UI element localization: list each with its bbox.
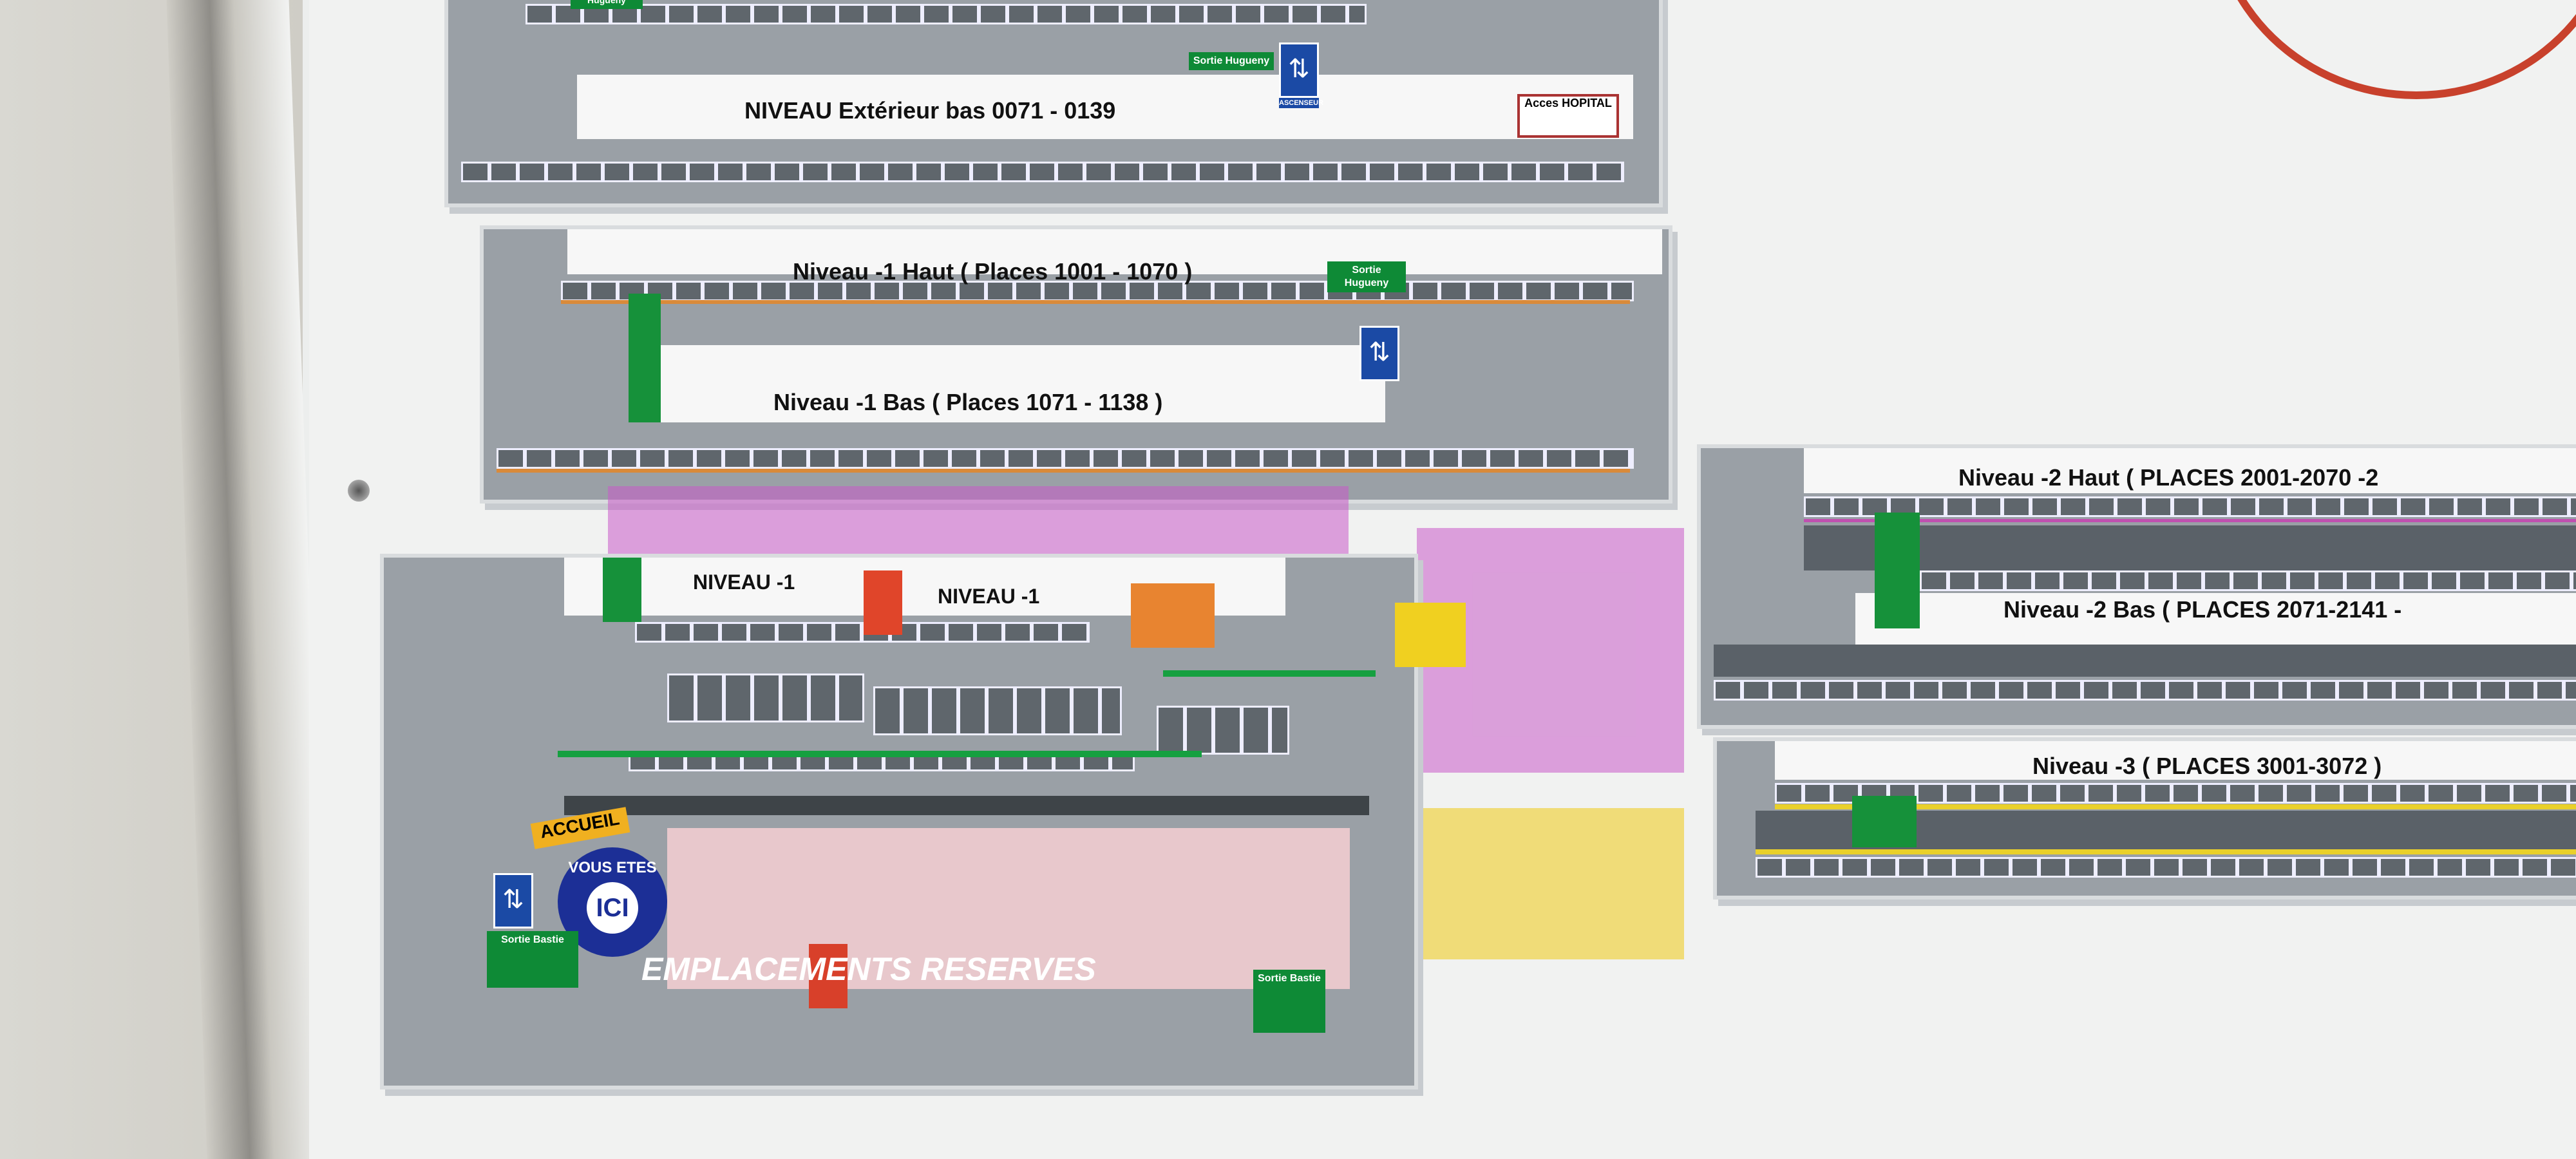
parking-spots (497, 448, 1634, 469)
back-wall (1804, 448, 2576, 493)
level-moins1-main: NIVEAU -1 NIVEAU -1 EMPLACEMENTS RESERVE… (380, 554, 1466, 1089)
elevator-icon: ⇅ (493, 873, 533, 928)
level-title: NIVEAU -1 (938, 585, 1040, 608)
parking-spots (1804, 496, 2576, 517)
parking-spots (1775, 783, 2576, 804)
ascenseur-label: ASCENSEUR (1279, 98, 1324, 108)
lane (1804, 525, 2576, 570)
red-block (809, 944, 848, 1008)
level-title: Niveau -1 Haut ( Places 1001 - 1070 ) (793, 258, 1193, 285)
sortie-bastie-sign: Sortie Bastie (487, 931, 578, 988)
ici-label: ICI (587, 882, 638, 934)
level-title: NIVEAU Extérieur bas 0071 - 0139 (744, 97, 1116, 124)
level-title: NIVEAU -1 (693, 570, 795, 594)
lane-line (497, 469, 1630, 473)
sortie-bastie-sign: Sortie Bastie (1253, 970, 1325, 1033)
sortie-hugueny-sign: Sortie Hugueny (1327, 261, 1406, 292)
stairs-block (1875, 513, 1920, 628)
lane-line (561, 300, 1630, 304)
level-moins2: Niveau -2 Haut ( PLACES 2001-2070 -2 Niv… (1697, 444, 2576, 729)
parking-spots (1756, 857, 2576, 878)
center-wall (577, 75, 1633, 139)
back-wall (1775, 741, 2576, 780)
parking-spots (526, 4, 1367, 24)
parking-spots (1157, 706, 1289, 755)
level-moins1-haut-bas: Niveau -1 Haut ( Places 1001 - 1070 ) Ni… (480, 225, 1672, 504)
elevator-icon: ⇅ (1279, 42, 1319, 98)
back-wall (567, 229, 1662, 274)
route-line (1163, 670, 1376, 677)
sortie-hugueny-top-sign: Hugueny (571, 0, 643, 9)
parking-spots (1714, 680, 2576, 701)
red-block (864, 570, 902, 635)
level-exterieur-bas: NIVEAU Extérieur bas 0071 - 0139 Sortie … (444, 0, 1663, 207)
lane-line (1804, 519, 2576, 522)
parking-spots (667, 674, 864, 722)
route-line (558, 751, 1202, 757)
stairs-icon (629, 294, 661, 422)
center-wall (1855, 593, 2576, 645)
lane (1714, 645, 2576, 677)
yellow-block (1395, 603, 1466, 667)
level-title: Niveau -3 ( PLACES 3001-3072 ) (2032, 753, 2382, 779)
lane-line (1756, 849, 2576, 854)
reserved-area (667, 828, 1350, 989)
parking-spots (1920, 570, 2576, 591)
orange-block (1131, 583, 1215, 648)
vous-etes-label: VOUS ETES (568, 859, 657, 876)
level-title: Niveau -1 Bas ( Places 1071 - 1138 ) (773, 389, 1163, 415)
screw (348, 480, 370, 502)
parking-spots (635, 622, 1090, 643)
level-title: Niveau -2 Bas ( PLACES 2071-2141 - (2003, 596, 2402, 623)
divider-wall (564, 796, 1369, 815)
lane-line (1775, 804, 2576, 809)
parking-spots (873, 686, 1122, 735)
stairs-block (1852, 796, 1917, 847)
parking-spots (461, 162, 1624, 182)
level-moins3: Niveau -3 ( PLACES 3001-3072 ) (1713, 737, 2576, 900)
center-wall (638, 345, 1385, 422)
elevator-icon: ⇅ (1359, 326, 1399, 381)
acces-hopital-sign: Acces HOPITAL (1517, 94, 1619, 138)
level-title: Niveau -2 Haut ( PLACES 2001-2070 -2 (1958, 464, 2379, 491)
stairs-block (603, 558, 641, 622)
sortie-hugueny-sign: Sortie Hugueny (1189, 52, 1274, 70)
reserved-label: EMPLACEMENTS RESERVES (641, 951, 1096, 987)
